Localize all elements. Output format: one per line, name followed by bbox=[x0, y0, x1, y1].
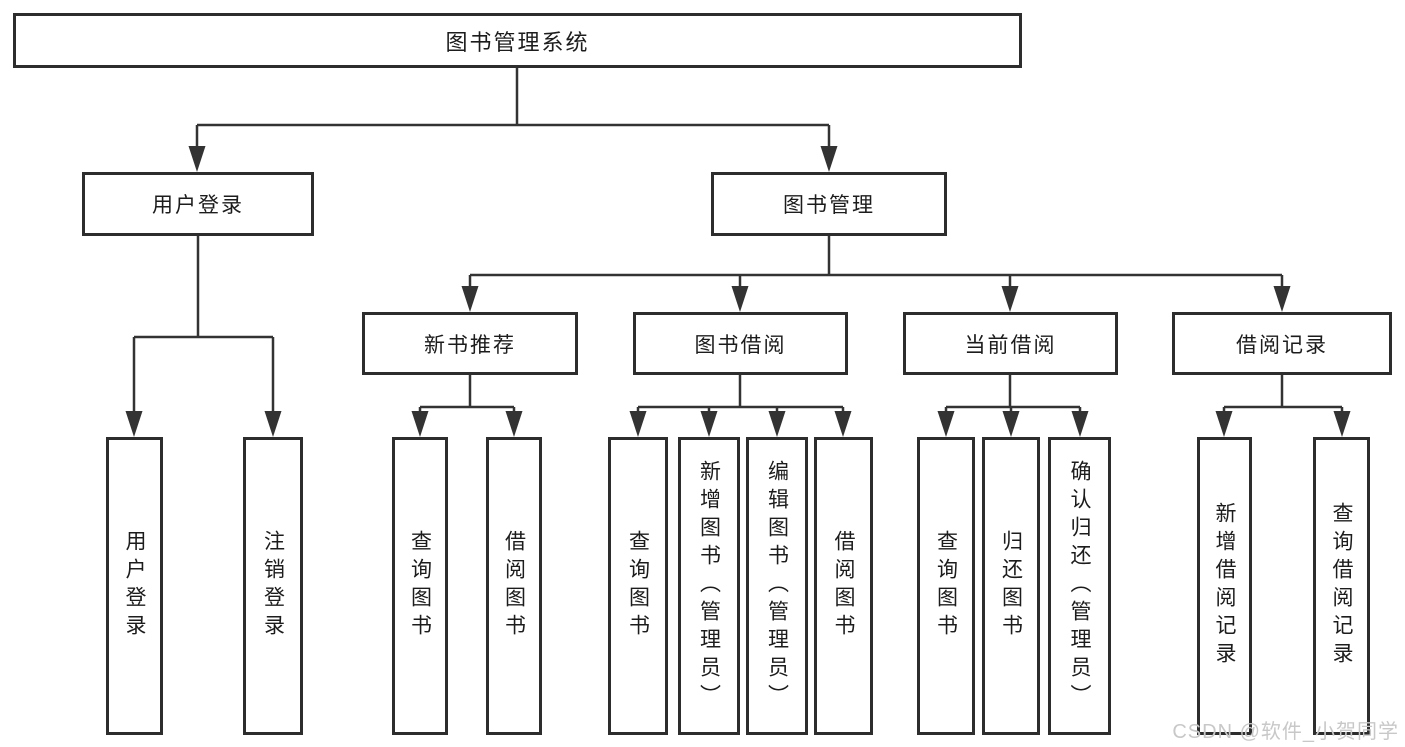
node-return-books: 归还图书 bbox=[982, 437, 1040, 735]
node-logout: 注销登录 bbox=[243, 437, 303, 735]
node-edit-books-admin: 编辑图书（管理员） bbox=[746, 437, 808, 735]
node-add-borrow-record: 新增借阅记录 bbox=[1197, 437, 1252, 735]
node-query-books-borrow: 查询图书 bbox=[608, 437, 668, 735]
node-borrow-books: 借阅图书 bbox=[814, 437, 873, 735]
node-query-books-recommend: 查询图书 bbox=[392, 437, 448, 735]
node-library-management-system: 图书管理系统 bbox=[13, 13, 1022, 68]
node-book-management: 图书管理 bbox=[711, 172, 947, 236]
node-new-book-recommendation: 新书推荐 bbox=[362, 312, 578, 375]
watermark: CSDN @软件_小贺同学 bbox=[1172, 721, 1399, 743]
node-user-login: 用户登录 bbox=[82, 172, 314, 236]
node-query-borrow-record: 查询借阅记录 bbox=[1313, 437, 1370, 735]
node-login: 用户登录 bbox=[106, 437, 163, 735]
node-query-books-current: 查询图书 bbox=[917, 437, 975, 735]
node-book-borrowing: 图书借阅 bbox=[633, 312, 848, 375]
node-borrowing-records: 借阅记录 bbox=[1172, 312, 1392, 375]
node-add-books-admin: 新增图书（管理员） bbox=[678, 437, 740, 735]
node-confirm-return-admin: 确认归还（管理员） bbox=[1048, 437, 1111, 735]
arrowhead-icons bbox=[125, 146, 1351, 437]
node-borrow-books-recommend: 借阅图书 bbox=[486, 437, 542, 735]
node-current-borrowing: 当前借阅 bbox=[903, 312, 1118, 375]
